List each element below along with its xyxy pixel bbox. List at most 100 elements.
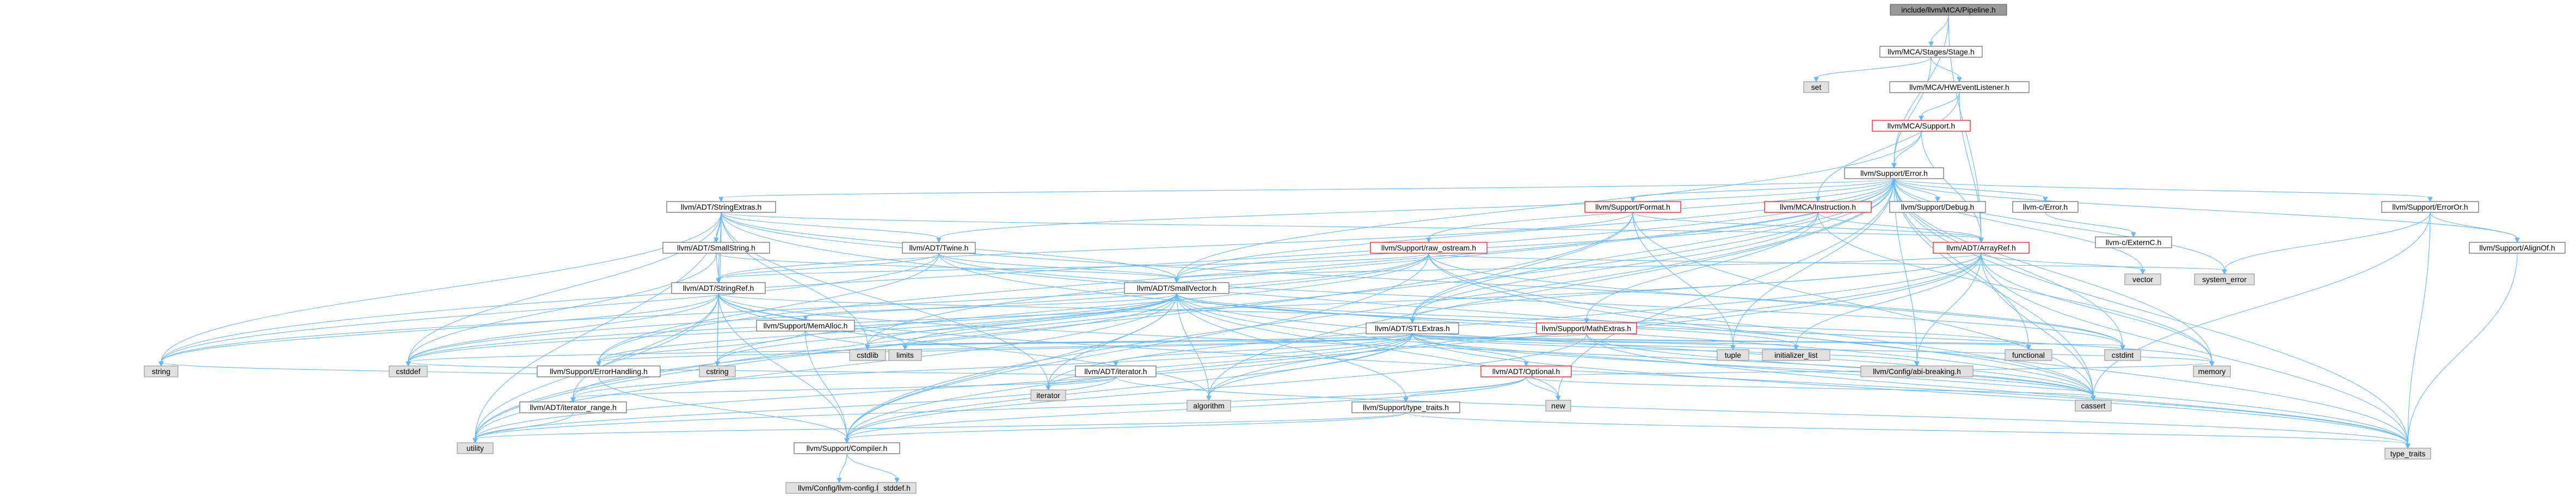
node-label: llvm/MCA/Instruction.h: [1780, 203, 1856, 211]
edge-error-to-debug: [1893, 178, 1940, 203]
node-llvm-c-error-h[interactable]: llvm-c/Error.h: [2012, 201, 2079, 213]
node-box: [756, 320, 855, 332]
edge-smallvector-to-errorhandling: [596, 293, 1177, 367]
edge-instruction-to-mathextras: [1584, 212, 1818, 324]
node-algorithm: algorithm: [1186, 400, 1231, 412]
node-box: [888, 349, 922, 361]
edge-rawostream-to-stringref: [716, 253, 1429, 284]
node-llvm-adt-iterator-h[interactable]: llvm/ADT/iterator.h: [1075, 365, 1157, 377]
node-llvm-support-debug-h[interactable]: llvm/Support/Debug.h: [1889, 201, 1986, 213]
edge-memalloc-to-errorhandling: [596, 331, 806, 367]
edge-typetraitsllvm-to-typetraits: [1405, 412, 2411, 449]
node-box: [1889, 81, 2030, 93]
edge-stlextras-to-databreaking: [1412, 333, 1920, 367]
node-label: llvm/Support/ErrorHandling.h: [550, 367, 648, 376]
node-box: [1366, 322, 1459, 334]
node-llvm-support-memalloc-h[interactable]: llvm/Support/MemAlloc.h: [756, 320, 855, 332]
node-llvm-support-compiler-h[interactable]: llvm/Support/Compiler.h: [794, 442, 900, 454]
node-box: [2012, 201, 2079, 213]
node-llvm-adt-optional-h[interactable]: llvm/ADT/Optional.h: [1480, 365, 1572, 377]
node-label: llvm/Support/type_traits.h: [1363, 403, 1449, 412]
node-llvm-mca-support-h[interactable]: llvm/MCA/Support.h: [1872, 120, 1971, 132]
node-label: llvm/Support/ErrorOr.h: [2392, 203, 2468, 211]
node-label: cstring: [706, 367, 728, 376]
node-label: llvm/Support/Debug.h: [1901, 203, 1975, 211]
edge-instruction-to-arrayref: [1817, 212, 1984, 243]
edge-hwevent-to-instruction: [1815, 92, 1960, 203]
node-string: string: [144, 365, 179, 377]
node-label: utility: [466, 444, 484, 453]
node-label: llvm/Support/Error.h: [1860, 169, 1928, 178]
edge-erroror-to-systemerror: [2222, 212, 2431, 275]
node-label: llvm-c/Error.h: [2023, 203, 2068, 211]
node-llvm-support-format-h[interactable]: llvm/Support/Format.h: [1584, 201, 1681, 213]
node-llvm-adt-stringref-h[interactable]: llvm/ADT/StringRef.h: [671, 282, 766, 294]
node-label: llvm/MCA/Support.h: [1888, 121, 1955, 130]
node-llvm-support-errorhandling-h[interactable]: llvm/Support/ErrorHandling.h: [537, 365, 661, 377]
node-label: llvm/ADT/StringRef.h: [683, 284, 754, 292]
edge-error-to-twine: [936, 178, 1895, 243]
node-initializer-list: initializer_list: [1762, 349, 1830, 361]
edge-iterator-to-cstddef: [405, 361, 1116, 377]
node-cassert: cassert: [2075, 400, 2112, 412]
node-llvm-config-llvm-config-h: llvm/Config/llvm-config.h: [785, 482, 893, 494]
edge-rawostream-to-typetraits: [1428, 253, 2411, 449]
node-llvm-mca-hweventlistener-h[interactable]: llvm/MCA/HWEventListener.h: [1889, 81, 2030, 93]
node-iterator: iterator: [1030, 389, 1066, 401]
node-box: [1803, 81, 1829, 93]
node-label: memory: [2198, 367, 2226, 376]
node-box: [2193, 365, 2231, 377]
node-box: [1124, 282, 1229, 294]
node-llvm-support-erroror-h[interactable]: llvm/Support/ErrorOr.h: [2381, 201, 2479, 213]
node-llvm-mca-stages-stage-h[interactable]: llvm/MCA/Stages/Stage.h: [1879, 46, 1983, 58]
node-llvm-support-error-h[interactable]: llvm/Support/Error.h: [1844, 167, 1944, 179]
node-box: [1370, 242, 1487, 254]
node-include-llvm-mca-pipeline-h[interactable]: include/llvm/MCA/Pipeline.h: [1890, 4, 2007, 16]
edge-stlextras-to-algorithm: [1206, 333, 1413, 401]
node-llvm-adt-arrayref-h[interactable]: llvm/ADT/ArrayRef.h: [1933, 242, 2030, 254]
node-box: [457, 442, 494, 454]
edge-twine-to-errorhandling: [596, 253, 939, 367]
edge-error-to-stringextras: [718, 178, 1895, 203]
edge-stage-to-hwevent: [1931, 57, 1962, 83]
node-llvm-adt-stlextras-h[interactable]: llvm/ADT/STLExtras.h: [1366, 322, 1459, 334]
edge-iterator-to-iteratorrange: [570, 376, 1116, 403]
node-label: llvm/MCA/Stages/Stage.h: [1888, 47, 1975, 56]
node-cstdlib: cstdlib: [849, 349, 886, 361]
node-llvm-adt-smallstring-h[interactable]: llvm/ADT/SmallString.h: [662, 242, 770, 254]
node-label: stddef.h: [883, 484, 911, 492]
node-label: llvm-c/ExternC.h: [2106, 238, 2162, 247]
node-llvm-adt-twine-h[interactable]: llvm/ADT/Twine.h: [902, 242, 976, 254]
node-box: [519, 401, 627, 413]
node-label: cstdint: [2112, 351, 2134, 359]
node-label: llvm/MCA/HWEventListener.h: [1909, 83, 2009, 91]
node-llvm-support-raw-ostream-h[interactable]: llvm/Support/raw_ostream.h: [1370, 242, 1487, 254]
node-set: set: [1803, 81, 1829, 93]
node-llvm-support-mathextras-h[interactable]: llvm/Support/MathExtras.h: [1536, 322, 1637, 334]
edge-rawostream-to-string: [158, 253, 1429, 367]
node-utility: utility: [457, 442, 494, 454]
node-llvm-support-type-traits-h[interactable]: llvm/Support/type_traits.h: [1351, 401, 1460, 413]
node-box: [1075, 365, 1157, 377]
node-llvm-adt-iterator-range-h[interactable]: llvm/ADT/iterator_range.h: [519, 401, 627, 413]
node-llvm-support-alignof-h[interactable]: llvm/Support/AlignOf.h: [2469, 242, 2566, 254]
node-box: [699, 365, 736, 377]
node-label: type_traits: [2390, 449, 2426, 458]
edge-stlextras-to-errorhandling: [596, 333, 1413, 367]
node-llvm-adt-stringextras-h[interactable]: llvm/ADT/StringExtras.h: [666, 201, 776, 213]
node-label: string: [152, 367, 170, 376]
node-label: tuple: [1725, 351, 1742, 359]
node-box: [671, 282, 766, 294]
node-limits: limits: [888, 349, 922, 361]
node-llvm-mca-instruction-h[interactable]: llvm/MCA/Instruction.h: [1764, 201, 1872, 213]
node-llvm-c-externc-h[interactable]: llvm-c/ExternC.h: [2095, 236, 2172, 248]
node-cstdint: cstdint: [2104, 349, 2141, 361]
edge-typetraitsllvm-to-utility: [472, 412, 1406, 444]
edge-erroror-to-alignof: [2430, 212, 2520, 243]
node-box: [2095, 236, 2172, 248]
node-label: llvm/ADT/STLExtras.h: [1375, 324, 1450, 333]
node-box: [1480, 365, 1572, 377]
node-box: [2104, 349, 2141, 361]
node-llvm-adt-smallvector-h[interactable]: llvm/ADT/SmallVector.h: [1124, 282, 1229, 294]
